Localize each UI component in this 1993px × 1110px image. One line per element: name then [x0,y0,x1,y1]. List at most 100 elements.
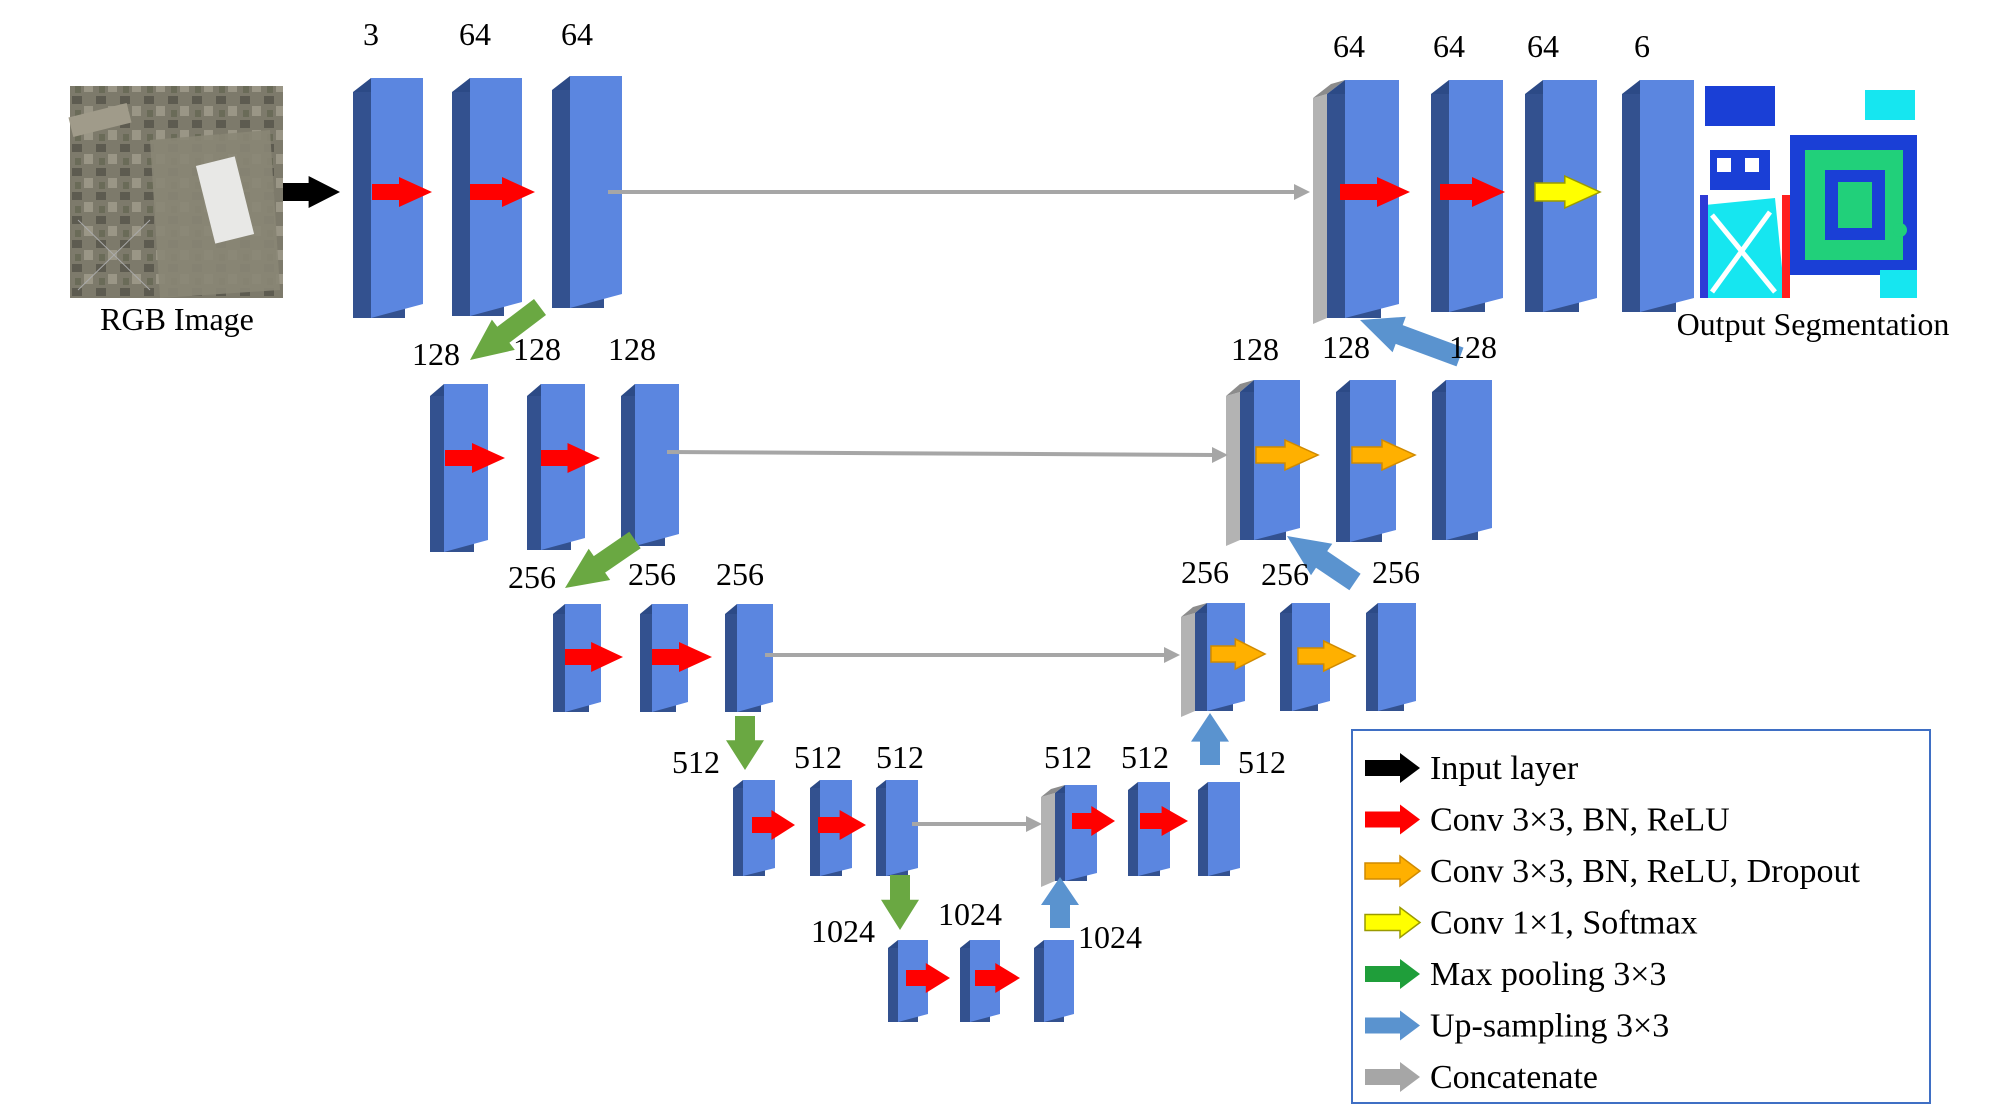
block-front-face [1446,380,1492,540]
block-front-face [1044,940,1074,1022]
block-front-face [1640,80,1694,312]
flow-arrows [283,174,1602,993]
channel-label-dec4: 512 [1238,744,1286,780]
concat-slab [1041,793,1055,887]
legend-swatch-arrow [1364,854,1422,888]
output-caption: Output Segmentation [1677,306,1950,342]
legend-swatch-arrow [1365,1010,1420,1041]
max-pooling-arrow [470,299,546,360]
block-front-face [1208,782,1240,876]
conv-arrow [906,963,950,993]
channel-label-dec2: 128 [1231,331,1279,367]
feature-map-block [1041,785,1097,887]
channel-label-enc3: 256 [716,556,764,592]
concat-slab [1226,392,1240,546]
block-front-face [737,604,773,712]
input-caption: RGB Image [100,301,254,337]
dropout-arrow [1255,438,1320,472]
legend-item: Input layer [1365,750,1579,787]
channel-label-enc3: 256 [628,556,676,592]
legend-label: Conv 3×3, BN, ReLU [1430,802,1730,839]
conv-arrow [818,810,866,840]
channel-label-dec4: 512 [1121,739,1169,775]
channel-label-dec4: 512 [1044,739,1092,775]
conv-arrow [652,642,712,672]
up-sampling-arrow [1360,316,1464,367]
feature-map-block [552,76,622,308]
input-arrow [283,176,340,208]
legend-item: Conv 3×3, BN, ReLU, Dropout [1364,853,1861,890]
concat-slab-top [1041,785,1065,797]
legend-swatch-arrow [1365,804,1420,835]
up-sampling-arrow [1191,713,1229,765]
feature-map-block [1432,380,1492,540]
channel-label-enc3: 256 [508,559,556,595]
concat-slab-top [1181,603,1207,617]
block-front-face [1065,785,1097,881]
feature-map-block [876,780,918,876]
channel-label-enc1: 64 [561,16,593,52]
softmax-arrow [1534,174,1602,210]
concat-slab-top [1313,80,1345,98]
conv-arrow [752,810,795,840]
up-sampling-arrow [1287,536,1361,591]
feature-map-block [430,384,488,552]
channel-label-bottleneck: 1024 [1078,919,1142,955]
dropout-arrow [1351,438,1417,472]
conv-arrow [1140,806,1188,836]
conv-arrow [445,443,505,473]
channel-label-enc4: 512 [794,739,842,775]
block-front-face [541,384,585,550]
legend-label: Input layer [1430,750,1579,787]
channel-label-enc2: 128 [412,336,460,372]
max-pooling-arrow [881,875,919,930]
block-front-face [635,384,679,546]
channel-label-enc2: 128 [513,331,561,367]
concat-slab [1313,94,1327,324]
channel-label-dec1: 6 [1634,28,1650,64]
up-sampling-arrow [1041,877,1079,928]
dropout-arrow [1210,637,1267,671]
conv-arrow [1440,177,1505,207]
channel-label-enc2: 128 [608,331,656,367]
feature-map-block [1622,80,1694,312]
conv-arrow [470,177,535,207]
legend-label: Max pooling 3×3 [1430,956,1666,993]
legend-swatch-arrow [1365,1062,1420,1092]
channel-label-dec3: 256 [1181,554,1229,590]
feature-map-block [1198,782,1240,876]
legend-label: Conv 1×1, Softmax [1430,905,1698,942]
channel-label-dec3: 256 [1261,556,1309,592]
channel-label-bottleneck: 1024 [811,913,875,949]
concatenate-arrow [666,450,1217,457]
channel-label-dec3: 256 [1372,554,1420,590]
block-front-face [570,76,622,308]
conv-arrow [565,642,623,672]
dropout-arrow [1297,639,1357,673]
feature-map-block [725,604,773,712]
feature-map-block [621,384,679,546]
concatenate-arrow-head [1212,447,1228,463]
legend-item: Conv 3×3, BN, ReLU [1365,802,1730,839]
feature-map-block [1034,940,1074,1022]
feature-map-block [1366,603,1416,711]
legend-label: Concatenate [1430,1059,1598,1096]
legend-swatch-arrow [1365,753,1420,783]
output-segmentation-image [1700,86,1917,298]
conv-arrow [541,443,600,473]
feature-map-blocks [353,76,1694,1022]
input-rgb-image [68,86,283,298]
legend-box [1351,729,1931,1104]
concat-slab [1181,613,1195,717]
conv-arrow [1340,177,1410,207]
legend-label: Up-sampling 3×3 [1430,1008,1669,1045]
legend-item: Concatenate [1365,1059,1598,1096]
channel-label-bottleneck: 1024 [938,896,1002,932]
channel-label-enc1: 64 [459,16,491,52]
concat-slab-top [1226,380,1254,396]
legend-item: Up-sampling 3×3 [1365,1008,1669,1045]
max-pooling-arrow [565,531,641,588]
block-front-face [1378,603,1416,711]
